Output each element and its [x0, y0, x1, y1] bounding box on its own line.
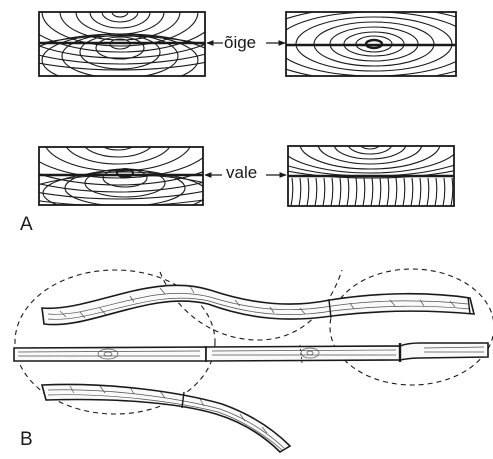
label-correct: õige: [224, 33, 256, 53]
panel-label-a: A: [20, 214, 33, 236]
board-wrong-left: [0, 74, 322, 221]
board-correct-right: [174, 0, 493, 96]
bent-lath-lower: [42, 384, 290, 452]
label-wrong: vale: [226, 163, 257, 183]
bent-lath-upper: [42, 285, 474, 324]
board-wrong-right: [234, 110, 493, 206]
straight-lath-middle: [14, 343, 488, 363]
panel-label-b: B: [20, 429, 33, 451]
